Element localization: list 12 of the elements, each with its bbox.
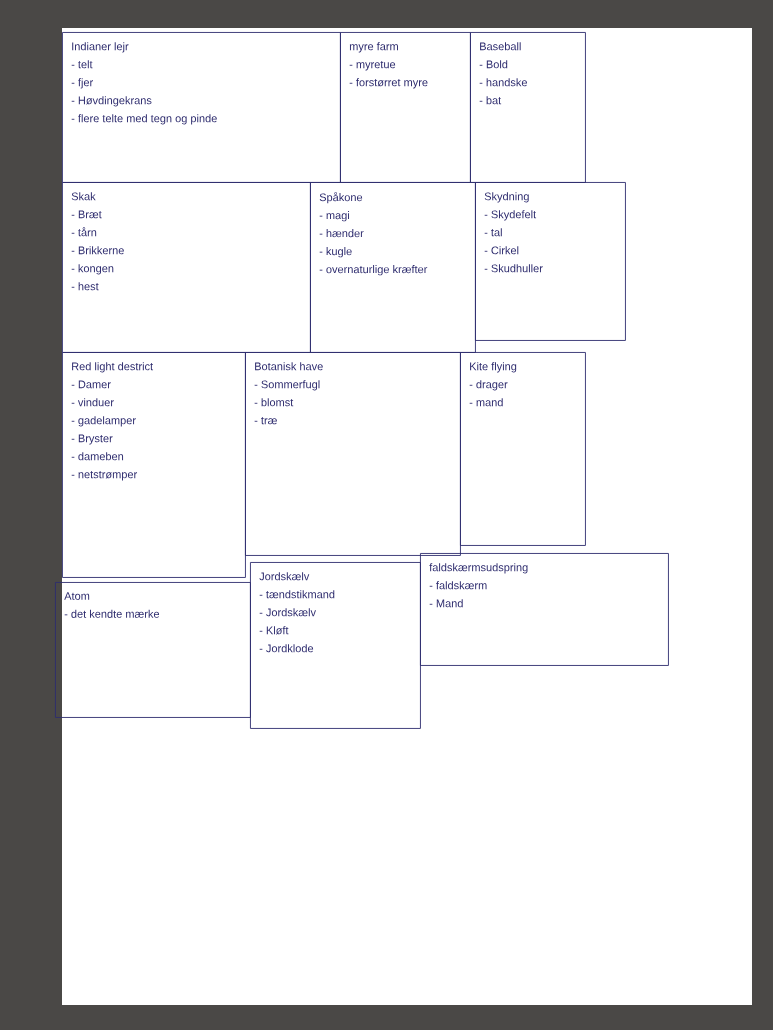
topic-box: Kite flying - drager - mand <box>460 352 586 546</box>
topic-box: Skydning - Skydefelt - tal - Cirkel - Skudhuller <box>475 182 626 341</box>
topic-box: Indianer lejr - telt - fjer - Høvdingekrans - flere telte med tegn og pinde <box>62 32 341 183</box>
topic-box: Spåkone - magi - hænder - kugle - overnaturlige kræfter <box>310 182 476 353</box>
topic-box: myre farm - myretue - forstørret myre <box>340 32 471 183</box>
topic-box: Jordskælv - tændstikmand - Jordskælv - Kløft - Jordklode <box>250 562 421 729</box>
topic-box: Botanisk have - Sommerfugl - blomst - træ <box>245 352 461 556</box>
topic-box: Red light destrict - Damer - vinduer - gadelamper - Bryster - dameben - netstrømper <box>62 352 246 578</box>
topic-box: faldskærmsudspring - faldskærm - Mand <box>420 553 669 666</box>
topic-box: Atom - det kendte mærke <box>55 582 251 718</box>
topic-box: Skak - Bræt - tårn - Brikkerne - kongen - hest <box>62 182 311 353</box>
topic-box: Baseball - Bold - handske - bat <box>470 32 586 183</box>
